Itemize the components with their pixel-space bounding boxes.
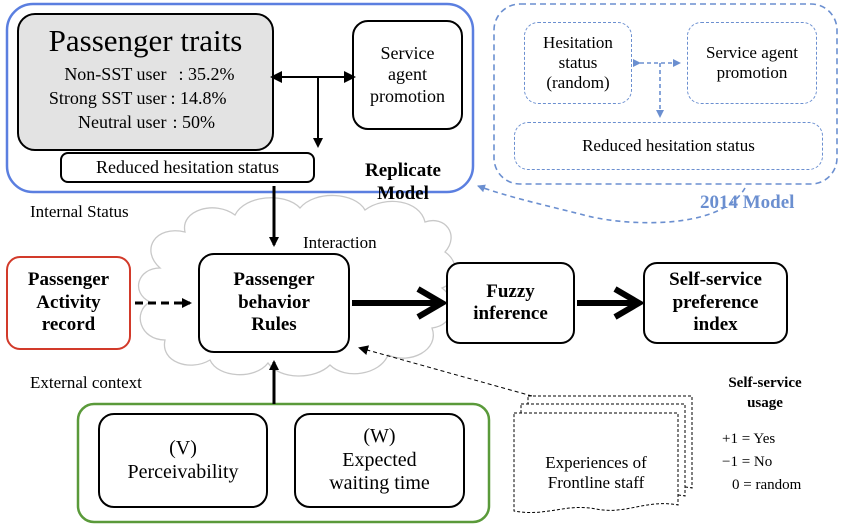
model-2014-container: [493, 3, 838, 185]
reduced-hesitation-box: Reduced hesitation status: [60, 152, 315, 183]
model-2014-label: 2014 Model: [700, 192, 795, 213]
hesitation-status-box: Hesitation status (random): [524, 22, 632, 104]
replicate-model-container: [5, 2, 475, 194]
external-context-container: [76, 402, 491, 524]
trait-row: Strong SST user : 14.8%: [31, 86, 261, 110]
self-service-preference-index-box: Self-service preference index: [643, 262, 788, 344]
passenger-traits-box: Passenger traits Non-SST user : 35.2% St…: [17, 13, 274, 151]
legend-item-no: −1 = No: [722, 454, 773, 470]
external-context-label: External context: [30, 373, 142, 392]
expected-waiting-time-box: (W) Expected waiting time: [294, 413, 465, 508]
trait-value: : 35.2%: [178, 64, 235, 84]
legend-item-yes: +1 = Yes: [722, 431, 776, 447]
replicate-model-label: Replicate Model: [365, 160, 441, 204]
trait-value: : 50%: [172, 112, 216, 132]
trait-label: Non-SST user: [64, 64, 167, 84]
trait-label: Strong SST user: [48, 88, 167, 108]
frontline-staff-text: Experiences of Frontline staff: [545, 453, 647, 493]
internal-status-label: Internal Status: [30, 202, 129, 221]
legend-title: Self-service usage: [728, 375, 802, 411]
fuzzy-inference-box: Fuzzy inference: [446, 262, 575, 344]
trait-row: Non-SST user : 35.2%: [31, 62, 261, 86]
trait-value: : 14.8%: [170, 88, 227, 108]
service-agent-promotion-2014-box: Service agent promotion: [687, 22, 817, 104]
passenger-traits-title: Passenger traits: [48, 23, 243, 58]
trait-label: Neutral user: [78, 112, 167, 132]
passenger-behavior-rules-box: Passenger behavior Rules: [198, 253, 350, 353]
trait-row: Neutral user : 50%: [31, 110, 261, 134]
reduced-hesitation-2014-box: Reduced hesitation status: [514, 122, 823, 170]
service-agent-promotion-box: Service agent promotion: [352, 20, 463, 130]
legend-item-random: 0 = random: [732, 477, 802, 493]
passenger-activity-record-box: Passenger Activity record: [6, 256, 131, 350]
interaction-label: Interaction: [303, 233, 377, 252]
perceivability-box: (V) Perceivability: [98, 413, 268, 508]
